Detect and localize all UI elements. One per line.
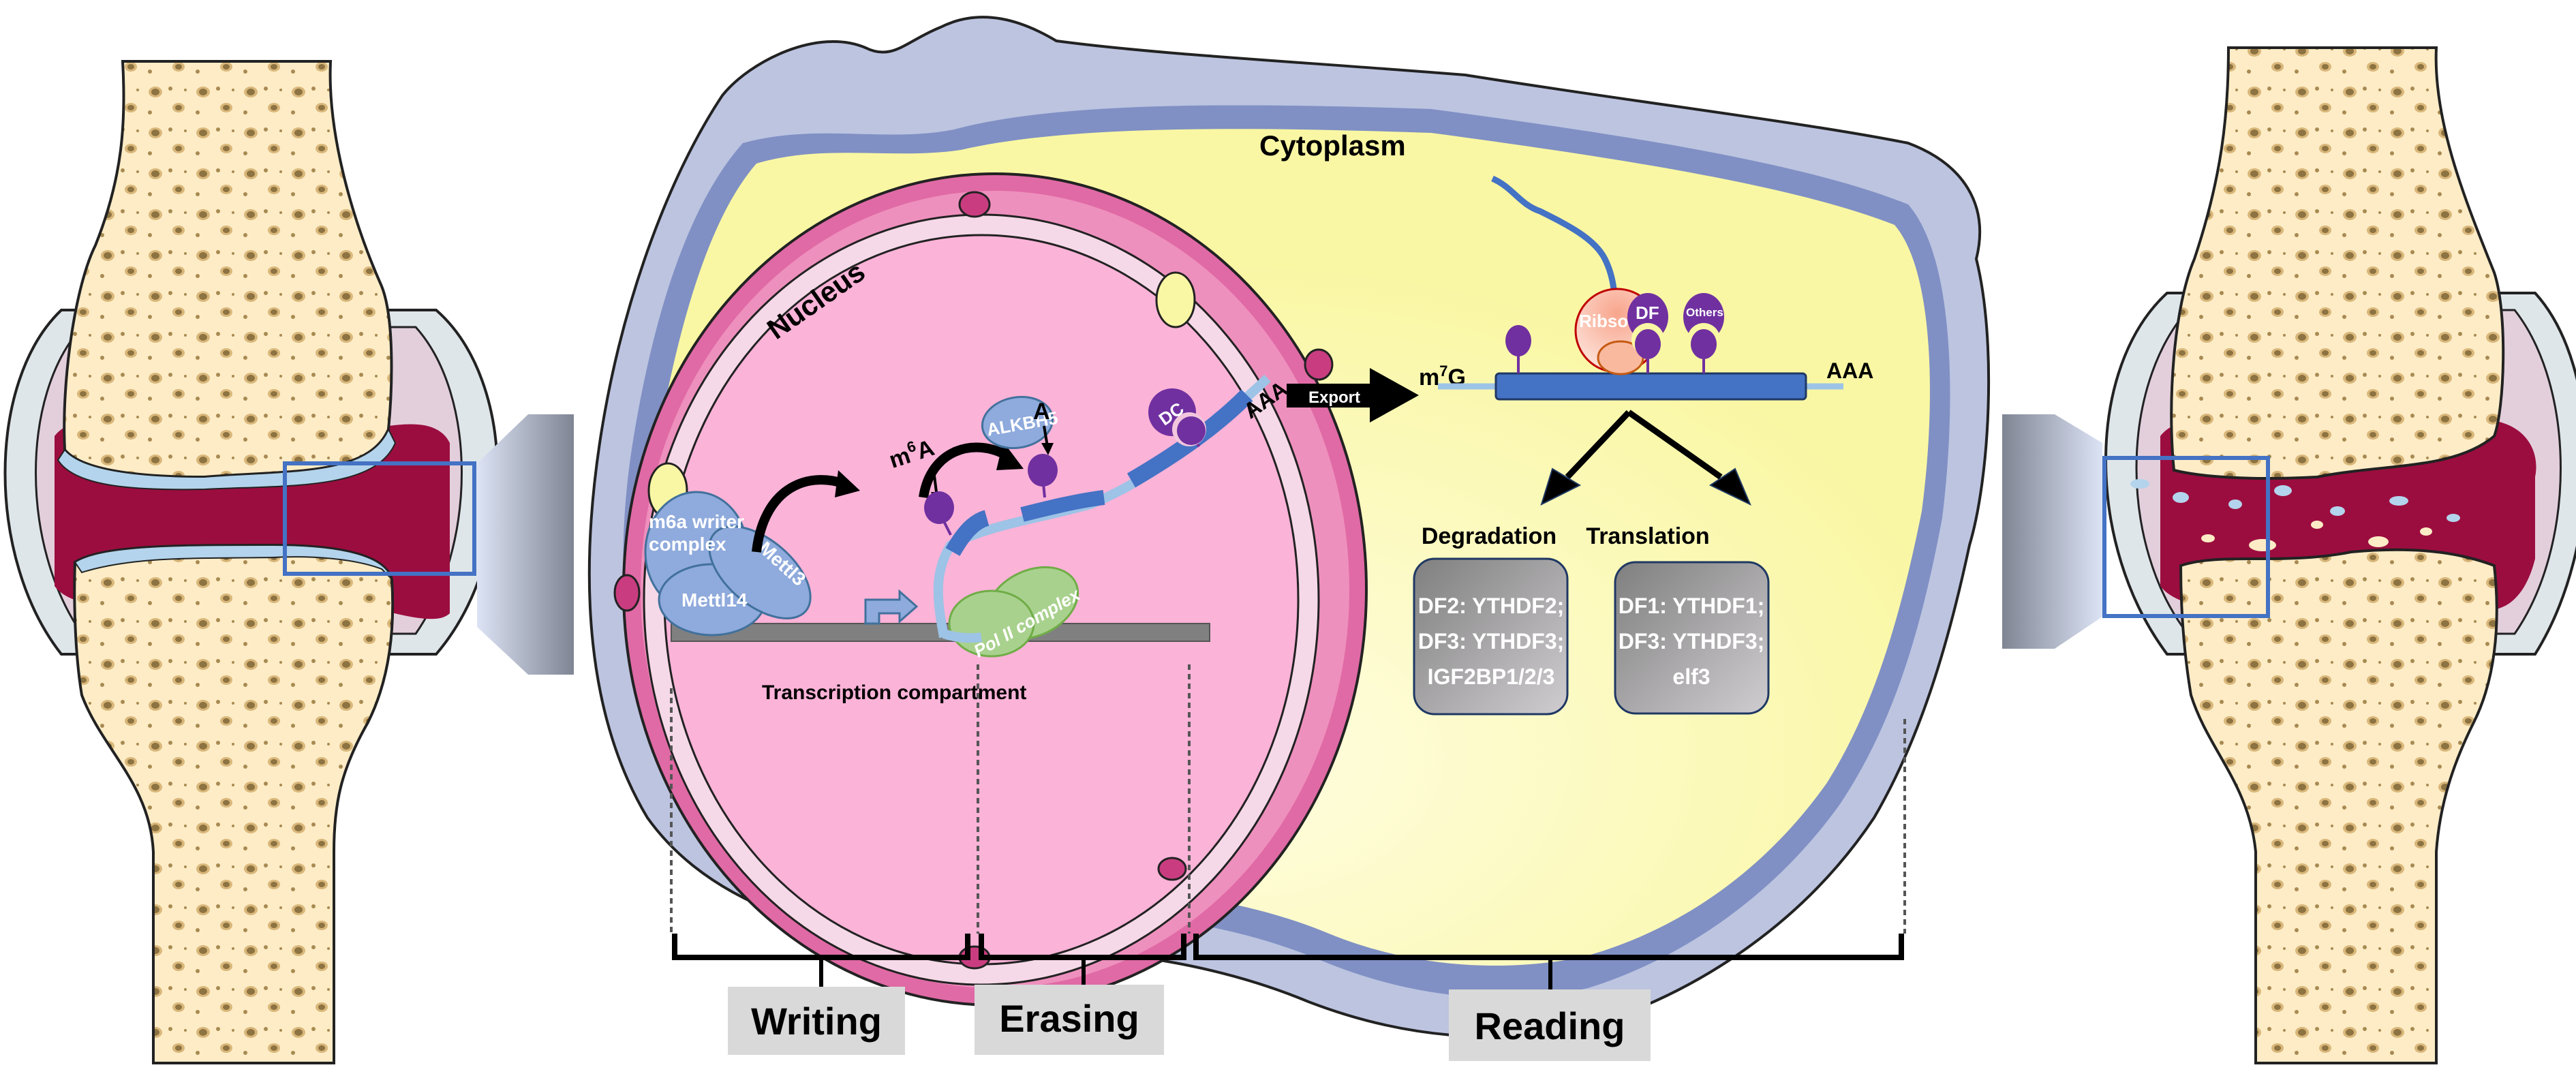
m6a-mark xyxy=(924,491,954,536)
upper-bone-right xyxy=(2170,46,2505,480)
m6a-mark xyxy=(1505,325,1531,373)
writer-complex-line1: m6a writer xyxy=(649,511,744,532)
zoom-funnel-right xyxy=(2002,414,2102,649)
alkbh5 xyxy=(981,395,1054,450)
fate-line: IGF2BP1/2/3 xyxy=(1428,664,1555,689)
fate-box xyxy=(1614,561,1770,715)
zoom-box-left xyxy=(283,461,476,576)
lower-cartilage-left xyxy=(74,544,394,582)
zoom-funnel-left xyxy=(477,414,574,675)
translation-arrowhead xyxy=(1708,467,1751,506)
cytoplasmic-mrna xyxy=(1494,372,1807,401)
others-label: Others xyxy=(1686,306,1723,319)
others-reader: Others xyxy=(1683,293,1724,373)
erasing-arrow-head xyxy=(996,442,1024,470)
m7g-base: m xyxy=(1419,365,1439,390)
upper-cartilage-left xyxy=(57,427,397,491)
lower-bone-left xyxy=(73,543,395,1064)
a-label: A xyxy=(1033,399,1050,425)
nascent-rna-dark-1 xyxy=(945,510,990,557)
nascent-rna-dark-2 xyxy=(1020,490,1105,522)
df-reader: DF xyxy=(1627,293,1668,373)
writer-complex-line2: complex xyxy=(649,534,726,555)
a-pointer-head xyxy=(1041,443,1054,455)
upper-bone-left xyxy=(63,60,393,479)
transcription-compartment-label: Transcription compartment xyxy=(762,681,1026,704)
stage-erasing: Erasing xyxy=(975,985,1164,1055)
fate-line: DF3: YTHDF3; xyxy=(1619,629,1765,654)
fate-line: DF1: YTHDF1; xyxy=(1619,594,1765,618)
demethylated-a-mark xyxy=(1028,454,1058,498)
dotted-guides xyxy=(670,664,1906,934)
mettl14-label: Mettl14 xyxy=(681,589,748,611)
export-arrow: Export xyxy=(1287,368,1419,422)
stage-label: Reading xyxy=(1475,1004,1625,1047)
stage-label: Writing xyxy=(751,1000,882,1043)
cell: Cytoplasm Nucleus m6a writer xyxy=(587,16,1991,1039)
m7g-sup: 7 xyxy=(1439,363,1447,380)
mettl3 xyxy=(708,525,812,619)
dc-reader: DC xyxy=(1148,388,1206,448)
left-joint xyxy=(3,60,574,1064)
nascent-rna-start xyxy=(942,629,983,643)
nuclear-pores xyxy=(613,191,1334,970)
erasing-arrow-icon xyxy=(919,442,1011,499)
stage-label: Erasing xyxy=(999,997,1139,1040)
stage-reading: Reading xyxy=(1449,989,1651,1061)
cytoplasm-label: Cytoplasm xyxy=(1259,129,1406,162)
writer-complex: m6a writer complex Mettl14 Mettl3 xyxy=(644,491,812,636)
nascent-peptide xyxy=(1491,175,1619,321)
degradation-arrowhead xyxy=(1540,467,1582,506)
promoter-arrow-icon xyxy=(864,589,919,625)
fate-title: Translation xyxy=(1586,523,1709,549)
translation-fate: Translation DF1: YTHDF1; DF3: YTHDF3; el… xyxy=(1586,523,1770,715)
degradation-fate: Degradation DF2: YTHDF2; DF3: YTHDF3; IG… xyxy=(1413,523,1569,716)
writing-arrow-icon xyxy=(752,475,847,553)
right-joint xyxy=(2002,46,2576,1064)
writing-arrow-head xyxy=(835,470,860,497)
fate-arrows xyxy=(1565,410,1723,480)
export-label: Export xyxy=(1308,388,1360,407)
fate-box xyxy=(1413,557,1569,716)
fate-title: Degradation xyxy=(1422,523,1557,549)
lower-bone-right xyxy=(2179,548,2498,1064)
zoom-box-right xyxy=(2102,456,2270,618)
cartilage-fragments xyxy=(2130,479,2460,522)
fate-line: elf3 xyxy=(1672,664,1710,689)
stage-brackets: Writing Erasing Reading xyxy=(670,664,1906,1061)
cytoplasmic-polya-label: AAA xyxy=(1826,358,1873,383)
stage-writing: Writing xyxy=(728,987,905,1055)
fate-line: DF3: YTHDF3; xyxy=(1418,629,1565,654)
df-label: DF xyxy=(1636,303,1659,323)
fate-line: DF2: YTHDF2; xyxy=(1418,594,1565,618)
